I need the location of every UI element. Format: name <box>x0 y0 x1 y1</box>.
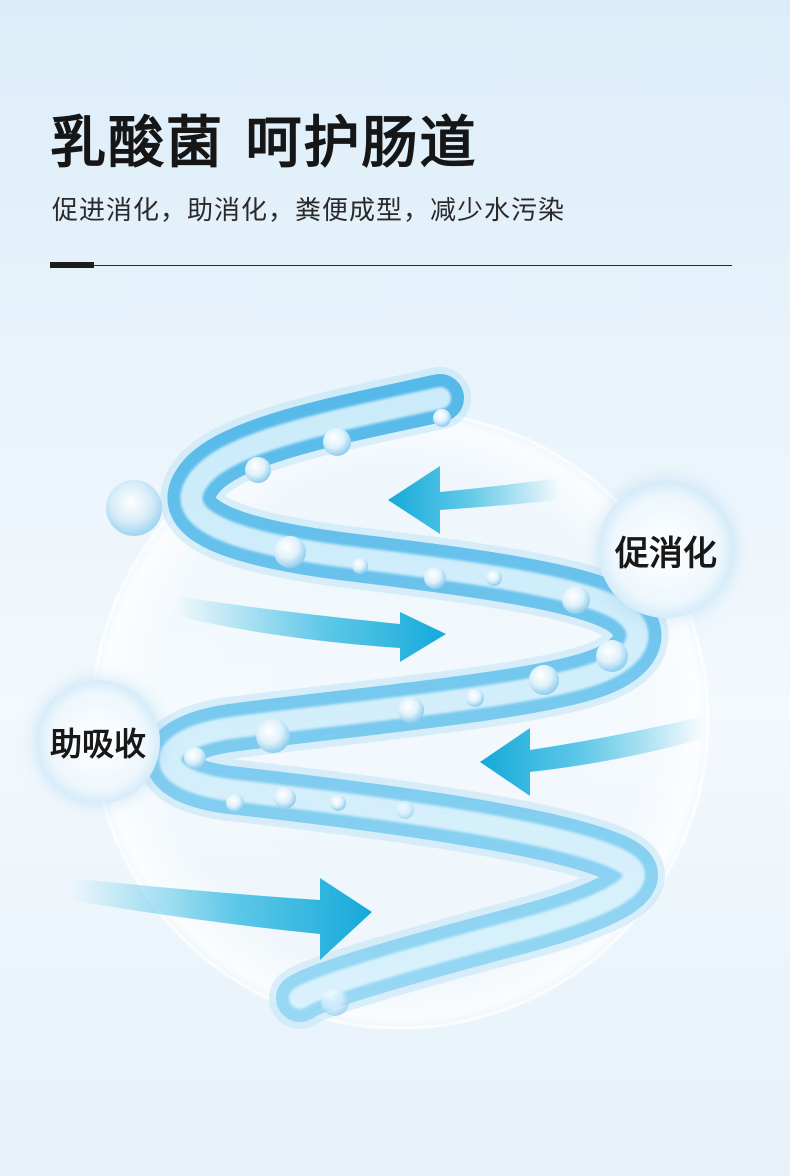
divider-accent <box>50 262 94 268</box>
divider-line <box>94 265 732 266</box>
absorb-badge: 助吸收 <box>36 680 160 804</box>
page-title: 乳酸菌 呵护肠道 <box>50 111 478 176</box>
bubble-icon <box>106 409 628 1016</box>
digest-badge: 促消化 <box>598 482 734 618</box>
arrow-left-icon <box>388 466 560 534</box>
arrow-left-icon <box>480 716 705 796</box>
page-subtitle: 促进消化，助消化，粪便成型，减少水污染 <box>52 196 566 226</box>
intestine-tube-icon <box>139 367 669 1029</box>
intestine-illustration <box>70 367 710 1030</box>
arrow-right-icon <box>70 878 372 960</box>
arrow-right-icon <box>175 596 446 662</box>
